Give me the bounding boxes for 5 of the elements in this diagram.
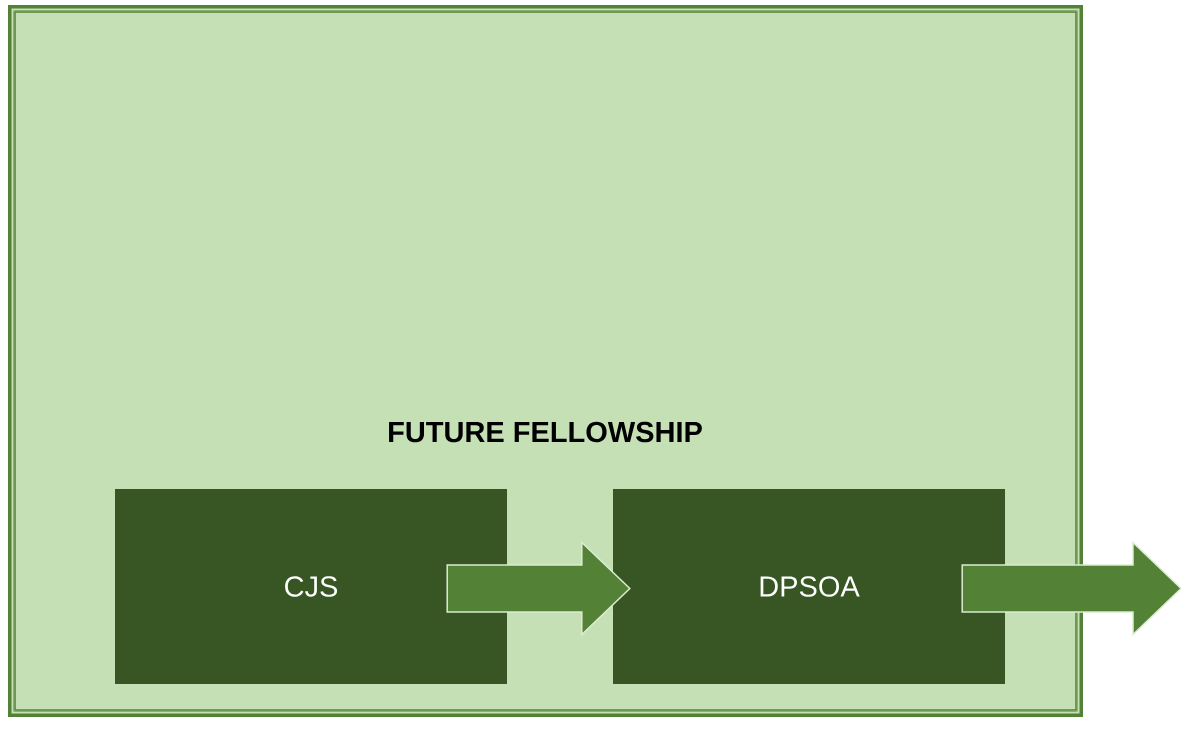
process-box: DPSOA	[613, 489, 1005, 684]
heading: FUTURE FELLOWSHIP	[389, 421, 702, 443]
block-arrow	[446, 540, 631, 637]
block-arrow	[961, 540, 1181, 637]
process-box: CJS	[115, 489, 507, 684]
